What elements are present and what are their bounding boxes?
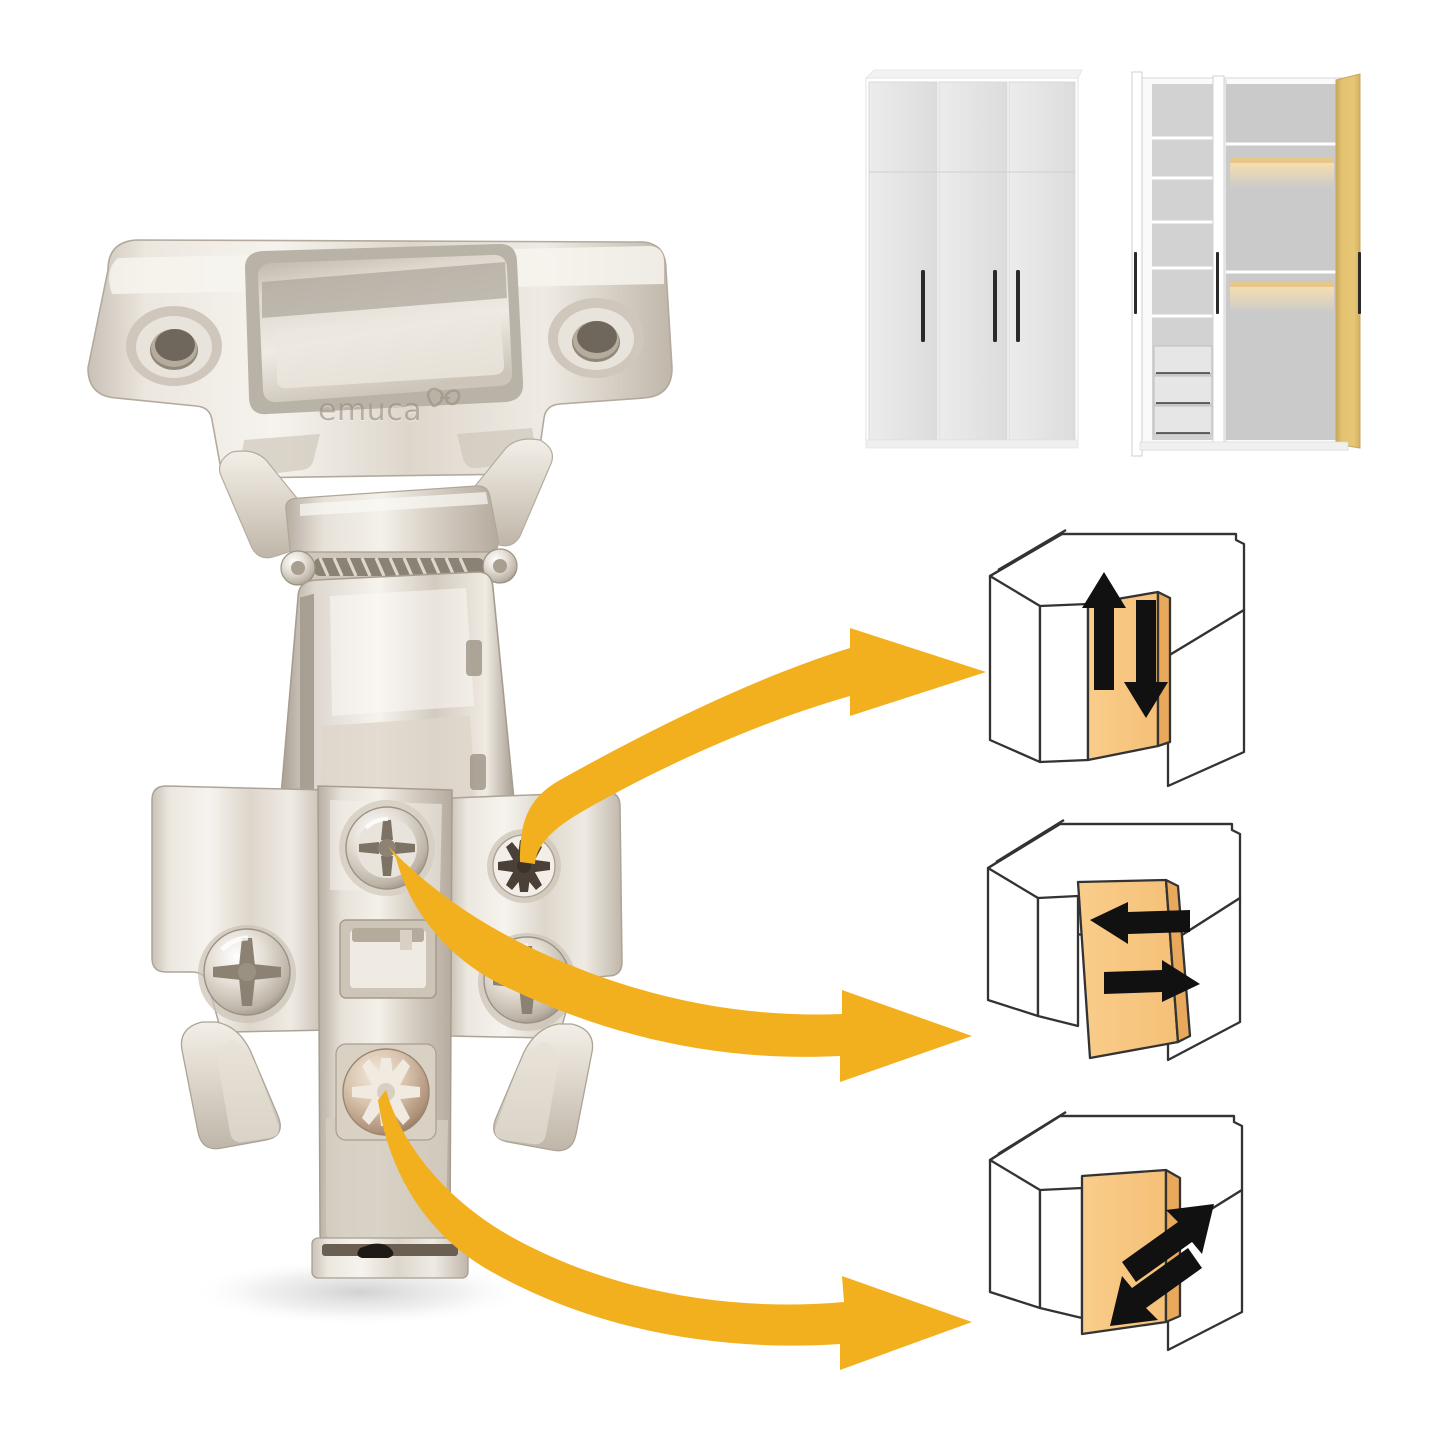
open-door-handle-accent [1358,252,1361,314]
baseplate-column-lower [326,1118,448,1240]
baseplate-flare-right-inner [495,1042,559,1145]
open-wardrobe-drawers [1153,345,1213,435]
connector-arrows [378,628,986,1370]
connector-arrow-to-depth [378,1090,972,1370]
hinge-knuckle-wings [219,438,553,563]
wardrobe-handle-3 [1016,270,1020,342]
open-wardrobe-shelves [1152,136,1214,318]
depth-adjustment-diagram [988,1111,1244,1352]
arrow-left-icon [1090,902,1190,944]
mounting-hole-left [126,306,222,386]
wardrobe-closed-view [865,69,1083,449]
spring-cover-highlight [300,492,488,516]
hanging-rail-upper [1230,158,1334,189]
cam-slot-window [339,919,437,999]
connector-arrow-to-lateral [388,846,972,1082]
arm-highlight [330,588,474,716]
open-wardrobe-door-middle [1212,75,1225,451]
wardrobe-door-3 [1008,81,1076,441]
open-wardrobe-right-compartment [1226,84,1338,440]
arrow-up-icon [1082,572,1126,690]
wardrobe-door-1 [868,81,938,441]
height-adjustment-diagram [988,529,1246,788]
arrow-right-icon [1104,960,1200,1002]
wardrobe-handle-2 [993,270,997,342]
mounting-screw-left [198,925,296,1023]
wardrobe-handle-1 [921,270,925,342]
connector-arrow-to-height [520,628,986,864]
wardrobe-top-cap [865,69,1083,79]
open-door-handle-left [1134,252,1137,314]
coil-spring-icon [314,557,484,577]
emuca-logo-text: emuca [318,393,422,428]
pozidriv-star-icon [213,938,281,1006]
hinge-baseplate [151,785,623,1279]
hinge-cup-recess [245,243,524,415]
pivot-rivet-right [482,548,518,584]
arm-left-edge [300,594,314,820]
emuca-logo: emuca [318,387,461,428]
cup-recess-light [276,312,505,389]
arrow-down-icon [1124,600,1168,718]
cup-recess-shade [262,262,507,318]
arm-notch-upper [466,640,482,676]
arrow-in-lower-left-icon [1110,1248,1202,1326]
butterfly-icon [426,387,461,408]
arm-notch-lower [470,754,486,790]
open-wardrobe-door-accent [1335,73,1361,449]
open-door-handle-middle [1216,252,1219,314]
height-door-edge [1156,590,1172,748]
open-wardrobe-door-left [1131,71,1143,457]
lateral-adjustment-diagram [986,819,1242,1062]
arrow-out-upper-right-icon [1122,1204,1214,1282]
wardrobe-open-view [1131,71,1361,457]
wardrobe-plinth [865,439,1079,449]
wardrobe-door-2 [938,81,1008,441]
baseplate-flare-left-inner [217,1040,279,1143]
pivot-rivet-left [280,550,316,586]
baseplate-bottom-clip [311,1237,469,1279]
mounting-hole-right [548,298,644,378]
open-wardrobe-plinth [1139,441,1349,451]
hinge-cup-plate: emuca [87,239,673,479]
hanging-rail-lower [1230,282,1334,313]
